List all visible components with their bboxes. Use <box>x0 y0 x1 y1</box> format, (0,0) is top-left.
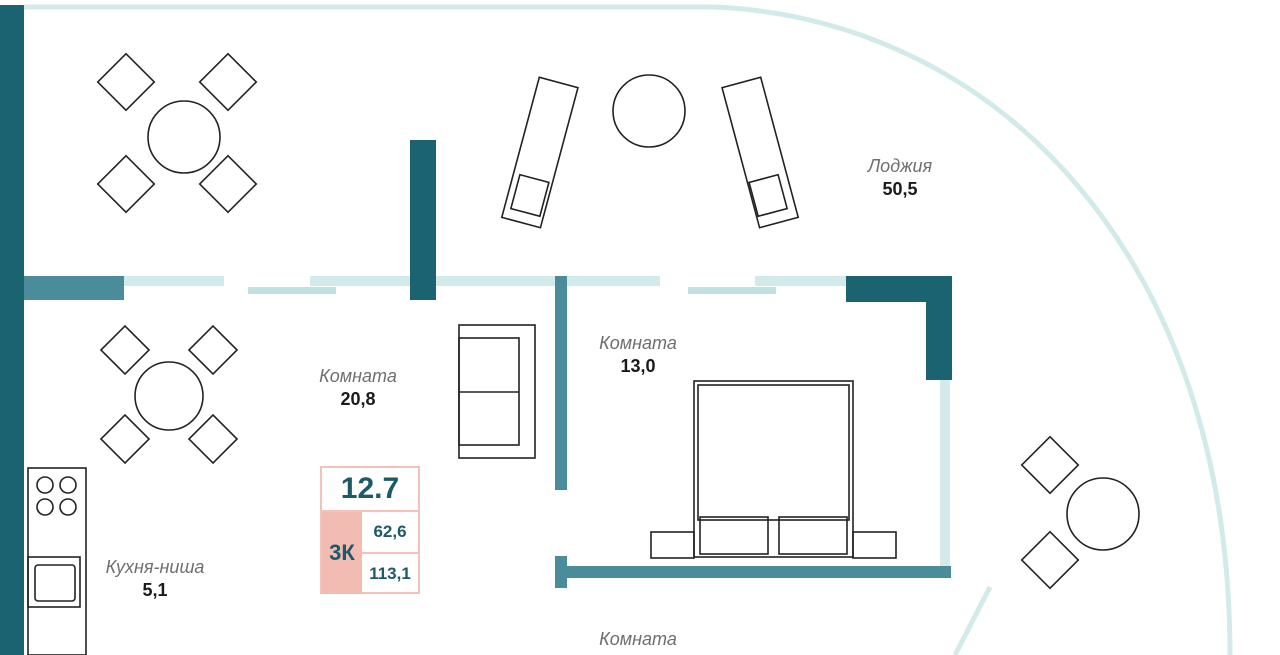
room-loggia: Лоджия 50,5 <box>868 156 932 200</box>
room-area: 50,5 <box>882 179 918 199</box>
balcony-outline <box>24 4 1233 655</box>
room-bedroom: Комната 13,0 <box>599 333 677 377</box>
room-name: Лоджия <box>867 156 933 176</box>
furniture <box>27 52 1140 655</box>
wall-left-outer <box>0 5 24 655</box>
room-area: 5,1 <box>142 580 168 600</box>
room-name: Комната <box>319 366 397 386</box>
chairs-right <box>1020 435 1140 590</box>
dining-set-top <box>96 52 258 214</box>
room-bottom: Комната <box>599 629 677 650</box>
room-name: Кухня-ниша <box>105 557 205 577</box>
total-area: 113,1 <box>362 552 418 594</box>
room-name: Комната <box>599 333 677 353</box>
room-name: Комната <box>599 629 677 649</box>
bed <box>650 380 897 559</box>
kitchen <box>27 467 87 655</box>
apartment-badge: 12.7 3К 62,6 113,1 <box>320 466 420 594</box>
apartment-type: 3К <box>322 512 362 594</box>
apartment-number: 12.7 <box>322 468 418 512</box>
living-area: 62,6 <box>373 522 407 541</box>
room-area: 13,0 <box>620 356 656 376</box>
walls <box>0 5 952 655</box>
sofa <box>458 324 536 459</box>
room-area: 20,8 <box>340 389 376 409</box>
room-living: Комната 20,8 <box>319 366 397 410</box>
dining-set-middle <box>99 324 239 465</box>
room-kitchen-niche: Кухня-ниша 5,1 <box>106 557 205 601</box>
sunbeds <box>500 74 800 229</box>
